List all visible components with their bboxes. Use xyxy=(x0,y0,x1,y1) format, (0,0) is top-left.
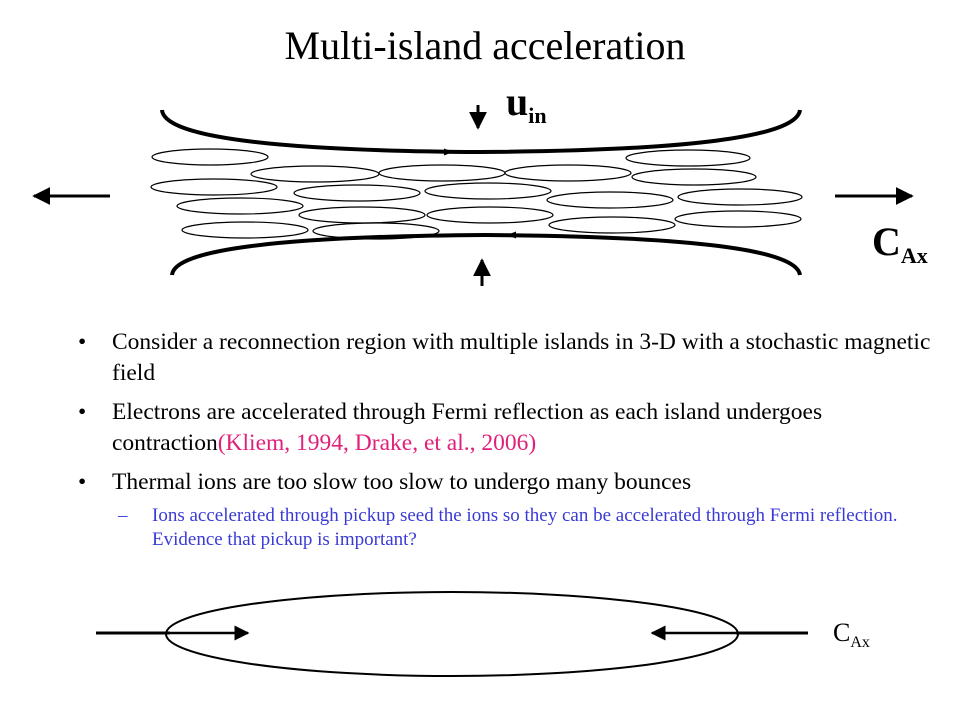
bullet-item: Consider a reconnection region with mult… xyxy=(78,327,946,389)
inflow-velocity-label: uin xyxy=(506,79,547,129)
bullet-list: Consider a reconnection region with mult… xyxy=(78,327,946,552)
lower-field-line xyxy=(170,232,802,276)
island xyxy=(181,221,309,239)
sub-bullet-item: –Ions accelerated through pickup seed th… xyxy=(118,505,898,550)
bullet-item: Electrons are accelerated through Fermi … xyxy=(78,397,946,459)
island xyxy=(151,148,269,166)
island xyxy=(424,182,552,200)
island xyxy=(293,184,421,202)
island xyxy=(176,197,304,215)
magnetic-islands xyxy=(150,148,803,240)
alfven-speed-label-bottom: CAx xyxy=(833,618,870,651)
island xyxy=(674,210,802,228)
island xyxy=(378,164,506,182)
island xyxy=(548,216,676,234)
island xyxy=(298,206,426,224)
island xyxy=(312,222,440,240)
island xyxy=(504,164,632,182)
island xyxy=(250,165,380,183)
slide-title: Multi-island acceleration xyxy=(284,23,686,68)
island xyxy=(677,188,803,206)
island xyxy=(546,191,674,209)
bullet-item: Thermal ions are too slow too slow to un… xyxy=(78,467,946,498)
upper-field-line xyxy=(160,109,802,155)
island xyxy=(426,206,554,224)
island xyxy=(625,149,751,167)
island xyxy=(631,168,757,186)
citation: (Kliem, 1994, Drake, et al., 2006) xyxy=(217,430,537,456)
island xyxy=(150,178,278,196)
alfven-speed-label-top: CAx xyxy=(872,219,928,269)
